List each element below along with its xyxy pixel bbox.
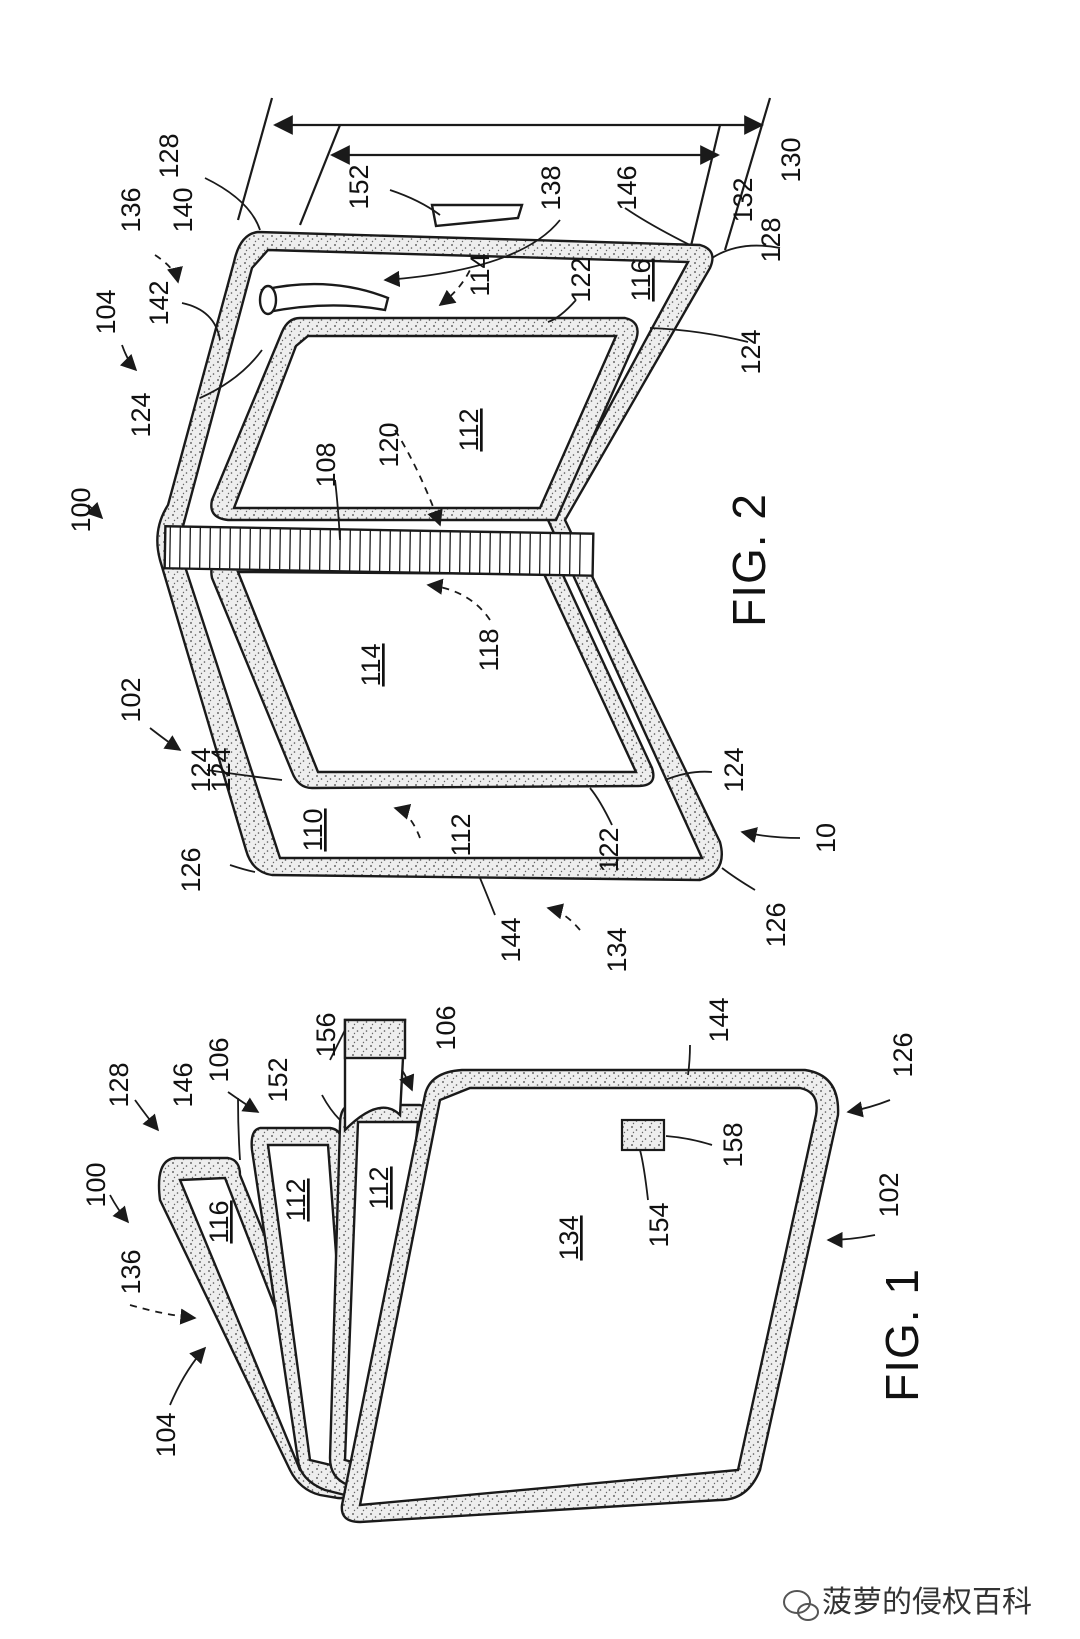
fig2-ref-10: 10 xyxy=(811,823,841,853)
fig1-ref-128: 128 xyxy=(104,1062,134,1107)
fig2-ref-108: 108 xyxy=(311,442,341,487)
fig1-ref-106-left: 106 xyxy=(204,1037,234,1082)
fig1-ref-126: 126 xyxy=(888,1032,918,1077)
fig2-ref-122-lower: 122 xyxy=(594,827,624,872)
fig2-ref-128-right: 128 xyxy=(756,217,786,262)
fig1-ref-116: 116 xyxy=(204,1200,234,1243)
fig2-ref-138: 138 xyxy=(536,165,566,210)
fig2-ref-144: 144 xyxy=(496,917,526,962)
fig2-ref-122-top: 122 xyxy=(566,257,596,302)
fig2-ref-152: 152 xyxy=(344,164,374,209)
fig2-ref-124-e: 124 xyxy=(186,747,216,792)
fig2-drawing: 100 104 142 140 136 128 152 138 146 114 … xyxy=(66,97,841,973)
fig2-title: FIG. 2 xyxy=(723,493,775,627)
fig2-ref-112-center: 112 xyxy=(454,408,484,451)
fig2-ref-112-lower: 112 xyxy=(446,813,476,856)
fig1-ref-158: 158 xyxy=(718,1122,748,1167)
fig2-ref-146: 146 xyxy=(612,165,642,210)
fig2-ref-130: 130 xyxy=(776,137,806,182)
fig1-ref-136: 136 xyxy=(116,1249,146,1294)
fig2-ref-132: 132 xyxy=(728,177,758,222)
fig1-ref-154: 154 xyxy=(644,1202,674,1247)
fig2-ref-100: 100 xyxy=(66,487,96,532)
fig1-ref-156: 156 xyxy=(311,1012,341,1057)
fig1-title: FIG. 1 xyxy=(876,1268,928,1402)
fig2-ref-120: 120 xyxy=(374,422,404,467)
fig2-ref-124-c: 124 xyxy=(206,747,236,792)
fig1-ref-106-right: 106 xyxy=(431,1005,461,1050)
fig1-ref-134: 134 xyxy=(554,1215,584,1260)
fig1-ref-102: 102 xyxy=(874,1172,904,1217)
fig1-ref-152: 152 xyxy=(263,1057,293,1102)
watermark-text: 菠萝的侵权百科 xyxy=(822,1586,1032,1619)
fig2-ref-134: 134 xyxy=(602,927,632,972)
fig2-ref-126-left: 126 xyxy=(176,847,206,892)
fig1-drawing: 100 104 136 128 146 106 152 156 106 116 … xyxy=(81,997,928,1524)
fig2-ref-116: 116 xyxy=(626,258,656,301)
fig1-ref-104: 104 xyxy=(151,1412,181,1457)
wechat-icon xyxy=(783,1590,819,1621)
fig1-ref-144: 144 xyxy=(704,997,734,1042)
fig2-ref-126-right: 126 xyxy=(761,902,791,947)
fig2-ref-110: 110 xyxy=(298,808,328,851)
fig2-ref-118: 118 xyxy=(474,628,504,671)
fig2-ref-124-d: 124 xyxy=(719,747,749,792)
fig2-ref-114-center: 114 xyxy=(356,643,386,686)
fig2-ref-140: 140 xyxy=(168,187,198,232)
fig2-ref-124-a: 124 xyxy=(736,329,766,374)
fig2-ref-124-b: 124 xyxy=(126,392,156,437)
fig2-ref-128-top: 128 xyxy=(154,133,184,178)
fig1-ref-146: 146 xyxy=(168,1062,198,1107)
watermark: 菠萝的侵权百科 xyxy=(783,1586,1032,1621)
fig1-ref-112-a: 112 xyxy=(281,1178,311,1221)
fig2-ref-104: 104 xyxy=(91,289,121,334)
fig2-ref-142: 142 xyxy=(144,280,174,325)
fig2-ref-136: 136 xyxy=(116,187,146,232)
fig2-ref-102: 102 xyxy=(116,677,146,722)
fig2-ref-114-top: 114 xyxy=(465,253,495,296)
fig1-ref-100: 100 xyxy=(81,1162,111,1207)
fig1-ref-112-b: 112 xyxy=(364,1166,394,1209)
